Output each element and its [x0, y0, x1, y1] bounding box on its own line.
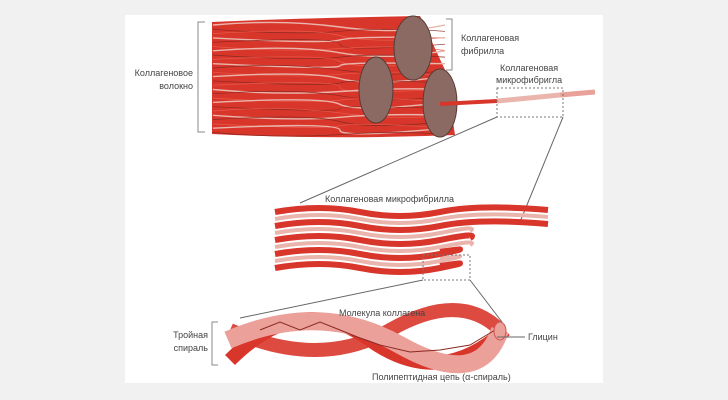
fiber-strand — [212, 80, 446, 85]
microfibril-rope — [274, 204, 549, 275]
microfibril-strand — [274, 246, 463, 261]
microfibril-strand — [274, 226, 474, 239]
label-polypeptide: Полипептидная цепь (α-спираль) — [372, 372, 511, 382]
zoom-lines — [239, 116, 564, 323]
microfibril-strand — [274, 212, 549, 225]
label-fibril-1: Коллагеновая — [461, 33, 519, 43]
microfibril-strand — [274, 232, 475, 247]
label-triple-helix-2: спираль — [174, 343, 209, 353]
brackets — [197, 18, 453, 366]
microfibril-strand — [274, 254, 462, 267]
label-fiber-1: Коллагеновое — [135, 68, 193, 78]
fiber-strand — [212, 88, 446, 94]
fiber-strand — [212, 108, 446, 118]
label-triple-helix-1: Тройная — [173, 330, 208, 340]
label-fiber-2: волокно — [159, 81, 193, 91]
label-glycine: Глицин — [528, 332, 558, 342]
microfibril-strand — [274, 204, 549, 219]
label-microfibril-top-1: Коллагеновая — [500, 63, 558, 73]
zoom-box-top — [496, 87, 564, 118]
microfibril-strand — [439, 87, 596, 118]
fiber-strand — [212, 62, 446, 68]
fiber-strand — [212, 39, 446, 49]
triple-helix — [224, 303, 525, 374]
fiber-strand — [212, 132, 446, 137]
microfibril-strand — [274, 260, 463, 275]
fiber-strand — [212, 56, 446, 67]
microfibril-strand — [274, 240, 474, 253]
label-fibril-2: фибрилла — [461, 46, 504, 56]
label-molecule: Молекула коллагена — [339, 308, 425, 318]
microfibril-strand — [274, 218, 549, 233]
fiber-strand — [212, 90, 446, 101]
label-microfibril-top-2: микрофибригла — [496, 75, 562, 85]
label-microfibril-mid: Коллагеновая микрофибрилла — [325, 194, 454, 204]
fiber-strand — [212, 113, 446, 120]
fiber-strand — [212, 116, 446, 126]
